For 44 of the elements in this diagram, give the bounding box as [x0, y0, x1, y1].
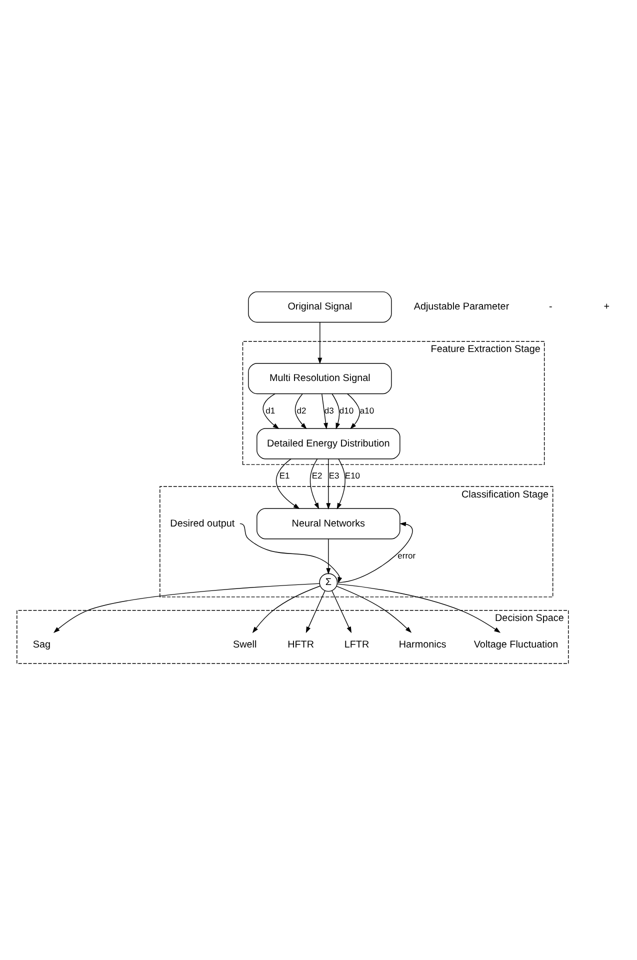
- arrow: [332, 393, 340, 429]
- node-circle: Σ: [319, 572, 338, 592]
- edge-label: E1: [279, 470, 290, 480]
- arrow: [336, 585, 412, 632]
- edge-label: d10: [339, 404, 354, 415]
- arrow: [322, 393, 328, 429]
- arrow: [326, 458, 331, 510]
- node-text: Sag: [32, 639, 51, 650]
- arrow: [347, 392, 360, 429]
- node-box: Multi Resolution Signal: [248, 362, 392, 394]
- arrow: [326, 538, 331, 574]
- label: +: [604, 301, 610, 312]
- node-text: Swell: [233, 639, 257, 650]
- edge-label: E10: [344, 470, 360, 480]
- edge-label: d2: [296, 404, 306, 415]
- node-text: Harmonics: [398, 639, 446, 650]
- node-box: Neural Networks: [256, 508, 400, 539]
- arrow: [338, 521, 413, 582]
- arrow: [332, 590, 352, 633]
- arrow: [240, 522, 342, 583]
- edge-label: d1: [266, 404, 276, 415]
- arrow: [252, 585, 320, 633]
- arrow: [306, 590, 326, 633]
- label: Adjustable Parameter: [414, 301, 510, 312]
- arrow: [310, 458, 320, 509]
- arrow: [337, 583, 501, 632]
- arrow: [318, 321, 322, 364]
- arrow: [336, 458, 346, 509]
- edge-label: error: [398, 550, 416, 560]
- node-text: Desired output: [170, 518, 235, 529]
- arrow: [262, 392, 280, 428]
- arrow: [294, 393, 307, 429]
- arrow: [53, 582, 320, 632]
- node-box: Detailed Energy Distribution: [256, 428, 400, 459]
- edge-label: a10: [360, 404, 374, 415]
- node-text: HFTR: [288, 639, 314, 650]
- edge-label: E2: [312, 470, 322, 480]
- edge-label: d3: [324, 404, 334, 415]
- node-box: Original Signal: [248, 290, 392, 322]
- edge-label: E3: [328, 470, 340, 480]
- node-text: LFTR: [344, 639, 370, 650]
- label: -: [549, 301, 552, 312]
- node-text: Voltage Fluctuation: [474, 639, 558, 650]
- arrow: [276, 458, 300, 509]
